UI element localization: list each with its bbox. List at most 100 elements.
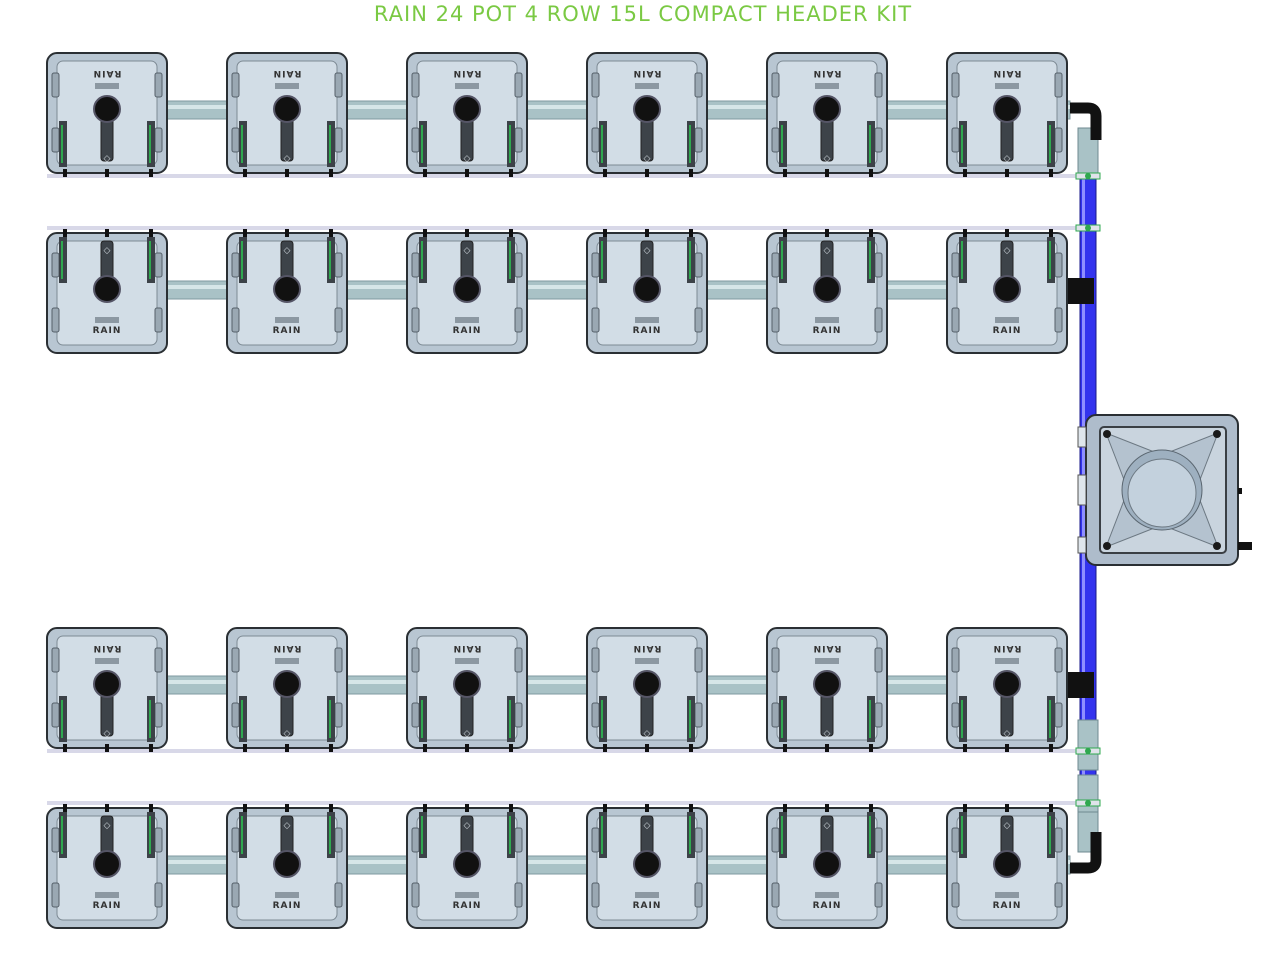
pot-foot <box>869 169 873 177</box>
pot-channel-mark: ◇ <box>1004 729 1011 739</box>
pot-foot <box>825 169 829 177</box>
pot-brand-label: RAIN <box>273 326 302 336</box>
pot-side-slot <box>591 827 600 853</box>
pot-foot <box>689 804 693 812</box>
pot-channel-mark: ◇ <box>824 729 831 739</box>
pot-side-slot <box>771 702 780 728</box>
pot-side-slot <box>951 702 960 728</box>
pot-foot <box>963 744 967 752</box>
pot-r1-c4: ◇RAIN <box>586 52 708 177</box>
pot-side-slot <box>411 827 420 853</box>
pot-side-slot <box>514 882 523 908</box>
pot-r3-c2: ◇RAIN <box>226 627 348 752</box>
pot-side-slot <box>154 127 163 153</box>
pot-foot <box>869 744 873 752</box>
pot-side-slot <box>771 127 780 153</box>
kit-title: RAIN 24 POT 4 ROW 15L COMPACT HEADER KIT <box>373 2 913 26</box>
pot-foot <box>243 169 247 177</box>
pot-side-slot <box>591 882 600 908</box>
pot-side-slot <box>154 702 163 728</box>
pot-side-slot <box>334 72 343 98</box>
reservoir-port <box>1238 488 1242 494</box>
pot-foot <box>509 744 513 752</box>
pot-brand-label: RAIN <box>633 326 662 336</box>
pot-logo-mark <box>455 83 479 89</box>
pot-drain-hole <box>93 850 121 878</box>
pot-foot <box>105 744 109 752</box>
reservoir-outlet <box>1238 542 1252 550</box>
tee-fitting-dot <box>1085 225 1091 231</box>
pot-side-slot <box>411 647 420 673</box>
pot-foot <box>783 804 787 812</box>
pot-brand-label: RAIN <box>93 901 122 911</box>
pot-channel-mark: ◇ <box>104 729 111 739</box>
reservoir-side-coupler <box>1077 426 1087 448</box>
pot-clip-green <box>149 700 151 738</box>
pot-logo-mark <box>95 83 119 89</box>
hose-connector <box>1068 278 1094 304</box>
pot-side-slot <box>51 647 60 673</box>
pot-logo-mark <box>995 317 1019 323</box>
pot-logo-mark <box>275 317 299 323</box>
pot-foot <box>1049 744 1053 752</box>
pot-brand-label: RAIN <box>453 643 482 653</box>
pot-drain-hole <box>993 275 1021 303</box>
pot-brand-label: RAIN <box>993 68 1022 78</box>
pot-clip-green <box>329 700 331 738</box>
pot-side-slot <box>771 647 780 673</box>
pot-clip-green <box>509 125 511 163</box>
pot-side-slot <box>771 252 780 278</box>
pot-side-slot <box>154 827 163 853</box>
pot-side-slot <box>514 127 523 153</box>
pot-drain-hole <box>993 95 1021 123</box>
pot-foot <box>509 229 513 237</box>
pot-logo-mark <box>95 658 119 664</box>
pot-foot <box>603 804 607 812</box>
reservoir-side-coupler <box>1077 536 1087 554</box>
pot-foot <box>149 229 153 237</box>
pot-channel-mark: ◇ <box>284 729 291 739</box>
pot-side-slot <box>771 307 780 333</box>
pot-side-slot <box>51 72 60 98</box>
pot-side-slot <box>514 252 523 278</box>
pot-r1-c1: ◇RAIN <box>46 52 168 177</box>
pot-side-slot <box>334 702 343 728</box>
pot-foot <box>603 229 607 237</box>
pot-side-slot <box>334 647 343 673</box>
pot-side-slot <box>51 127 60 153</box>
pot-foot <box>825 804 829 812</box>
pot-side-slot <box>231 127 240 153</box>
pot-logo-mark <box>995 83 1019 89</box>
pot-foot <box>783 744 787 752</box>
pot-logo-mark <box>995 892 1019 898</box>
pot-side-slot <box>51 307 60 333</box>
pot-foot <box>105 169 109 177</box>
pot-side-slot <box>874 127 883 153</box>
row-pipe-highlight <box>100 680 1070 684</box>
pot-clip-green <box>241 125 243 163</box>
pot-logo-mark <box>635 658 659 664</box>
pot-logo-mark <box>455 317 479 323</box>
pot-clip-green <box>421 241 423 279</box>
pot-side-slot <box>51 702 60 728</box>
pot-brand-label: RAIN <box>633 68 662 78</box>
tee-fitting-dot <box>1085 173 1091 179</box>
pot-drain-hole <box>453 850 481 878</box>
pot-drain-hole <box>993 670 1021 698</box>
pot-logo-mark <box>275 892 299 898</box>
pot-drain-hole <box>633 275 661 303</box>
pot-side-slot <box>154 72 163 98</box>
pot-side-slot <box>874 252 883 278</box>
reservoir-corner-bolt <box>1213 542 1221 550</box>
pot-brand-label: RAIN <box>813 68 842 78</box>
pot-clip-green <box>689 816 691 854</box>
pot-brand-label: RAIN <box>633 643 662 653</box>
pot-clip-green <box>241 816 243 854</box>
pot-clip-green <box>509 816 511 854</box>
pot-side-slot <box>874 72 883 98</box>
pot-side-slot <box>694 882 703 908</box>
pot-logo-mark <box>95 317 119 323</box>
pot-side-slot <box>334 252 343 278</box>
pot-foot <box>645 744 649 752</box>
